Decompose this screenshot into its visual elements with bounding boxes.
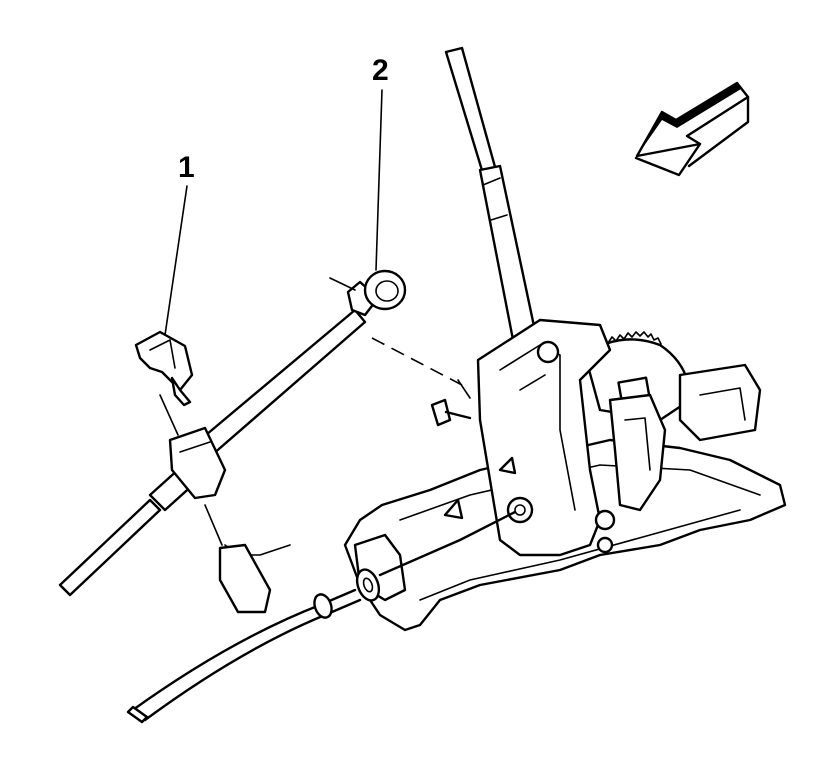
retaining-clip	[134, 330, 194, 407]
callout-1: 1	[164, 151, 195, 336]
callout-1-label: 1	[178, 151, 195, 184]
callout-2: 2	[372, 54, 389, 271]
shift-cable-upper	[58, 269, 407, 597]
callout-2-label: 2	[372, 54, 389, 87]
shifter-assembly	[343, 318, 787, 632]
shift-lever	[444, 46, 540, 352]
callout-2-leader	[375, 89, 383, 271]
direction-arrow-icon	[634, 81, 750, 177]
callout-1-leader	[164, 185, 188, 336]
installation-guides	[159, 277, 471, 614]
shift-cable-lower	[126, 510, 517, 724]
